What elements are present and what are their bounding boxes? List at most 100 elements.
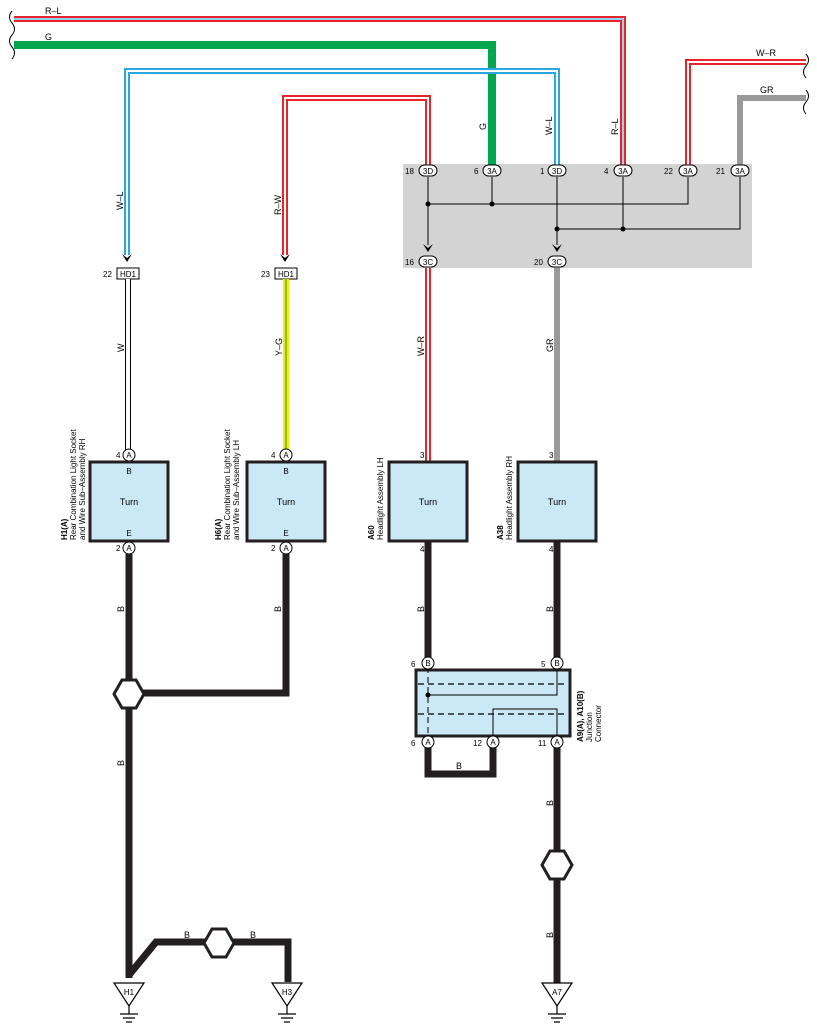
svg-text:A: A	[126, 451, 132, 460]
junction-block-pin-1: 1 3D	[540, 164, 567, 177]
svg-text:3A: 3A	[618, 167, 628, 176]
svg-text:Headlight Assembly LH: Headlight Assembly LH	[376, 457, 385, 540]
ground-a7-icon: A7	[540, 982, 574, 1023]
svg-text:A7: A7	[552, 988, 562, 997]
svg-text:4: 4	[604, 167, 609, 176]
svg-text:Turn: Turn	[277, 497, 295, 507]
junction-block-pin-18: 18 3D	[405, 164, 438, 177]
wire-label-w: W	[116, 343, 126, 352]
wire-label-b-2: B	[273, 606, 283, 612]
svg-text:A: A	[283, 544, 289, 553]
svg-text:11: 11	[538, 739, 547, 748]
svg-text:4: 4	[116, 451, 121, 460]
component-h6: 4 A B Turn E 2 A H6(A) Rear Combination …	[214, 428, 327, 555]
svg-text:Rear Combination Light Socket: Rear Combination Light Socket	[223, 428, 232, 540]
junction-block-internal-wiring	[427, 177, 741, 245]
svg-text:5: 5	[541, 660, 546, 669]
svg-text:and Wire Sub–Assembly RH: and Wire Sub–Assembly RH	[78, 438, 87, 540]
splice-point-h1	[112, 678, 146, 710]
svg-text:B: B	[126, 467, 131, 476]
svg-text:22: 22	[103, 270, 112, 279]
wire-g	[14, 41, 496, 167]
svg-text:B: B	[283, 467, 288, 476]
junction-block-dots	[425, 201, 626, 232]
svg-text:6: 6	[411, 660, 416, 669]
wire-label-b-10: B	[250, 930, 256, 940]
wire-b-ground-network	[125, 541, 561, 985]
wire-break-right	[803, 53, 809, 115]
svg-text:B: B	[554, 659, 559, 668]
svg-text:A: A	[126, 544, 132, 553]
svg-text:HD1: HD1	[120, 270, 137, 279]
svg-text:Rear Combination Light Socket: Rear Combination Light Socket	[69, 428, 78, 540]
ground-h3-icon: H3	[270, 982, 304, 1023]
wire-label-w-r-top: W–R	[756, 48, 777, 58]
junction-block-arrows	[423, 244, 562, 252]
svg-text:A38: A38	[496, 525, 505, 540]
svg-text:6: 6	[411, 739, 416, 748]
svg-text:3: 3	[549, 451, 554, 460]
svg-text:6: 6	[474, 167, 479, 176]
junction-block-pin-16: 16 3C	[405, 255, 438, 268]
component-a60: 3 Turn 4 A60 Headlight Assembly LH	[367, 451, 469, 554]
wire-r-l	[14, 16, 626, 167]
svg-text:H1(A): H1(A)	[60, 518, 69, 540]
ground-h1-icon: H1	[112, 982, 146, 1023]
svg-text:Connector: Connector	[594, 705, 603, 742]
svg-text:3A: 3A	[683, 167, 693, 176]
svg-text:4: 4	[271, 451, 276, 460]
svg-text:Turn: Turn	[419, 497, 437, 507]
wire-label-w-l-left: W–L	[115, 191, 125, 210]
svg-text:18: 18	[405, 167, 414, 176]
wire-label-gr-top: GR	[760, 85, 774, 95]
splice-point-ground	[202, 927, 236, 959]
svg-text:A60: A60	[367, 525, 376, 540]
wire-label-r-l-vertical: R–L	[610, 118, 620, 135]
svg-text:21: 21	[716, 167, 725, 176]
svg-text:3D: 3D	[552, 167, 562, 176]
svg-text:B: B	[425, 659, 430, 668]
svg-text:23: 23	[261, 270, 270, 279]
junction-block	[403, 164, 752, 268]
svg-text:3: 3	[420, 451, 425, 460]
svg-text:4: 4	[549, 545, 554, 554]
wire-label-g-vertical: G	[478, 123, 488, 130]
junction-block-pin-20: 20 3C	[534, 255, 567, 268]
svg-text:E: E	[283, 529, 288, 538]
wire-w-l	[124, 68, 560, 255]
svg-text:16: 16	[405, 258, 414, 267]
svg-text:Junction: Junction	[585, 712, 594, 742]
svg-text:12: 12	[473, 739, 482, 748]
wire-break-left	[9, 10, 15, 60]
splice-point-a7	[540, 849, 574, 881]
svg-text:HD1: HD1	[278, 270, 295, 279]
wire-label-b-8: B	[545, 932, 555, 938]
svg-text:3A: 3A	[487, 167, 497, 176]
svg-text:22: 22	[664, 167, 673, 176]
wire-gr-top	[737, 95, 806, 167]
svg-text:A9(A), A10(B): A9(A), A10(B)	[576, 690, 585, 742]
svg-text:3A: 3A	[735, 167, 745, 176]
wire-label-b-4: B	[545, 606, 555, 612]
svg-text:E: E	[126, 529, 131, 538]
svg-text:2: 2	[271, 544, 276, 553]
wire-label-y-g: Y–G	[274, 338, 284, 356]
svg-text:Turn: Turn	[548, 497, 566, 507]
wire-label-b-3: B	[416, 606, 426, 612]
wire-label-b-1: B	[116, 606, 126, 612]
wire-label-g-top: G	[45, 32, 52, 42]
svg-text:A: A	[490, 738, 496, 747]
component-h1: 4 A B Turn E 2 A H1(A) Rear Combination …	[60, 428, 170, 555]
svg-text:2: 2	[116, 544, 121, 553]
svg-text:Headlight Assembly RH: Headlight Assembly RH	[505, 456, 514, 540]
junction-block-pin-4: 4 3A	[604, 164, 633, 177]
svg-text:3C: 3C	[423, 258, 433, 267]
junction-block-pin-21: 21 3A	[716, 164, 750, 177]
svg-text:H3: H3	[282, 988, 293, 997]
junction-connector-a9-a10: 6 B 5 B 6 A 12 A 11 A A9(A), A10(B) Junc…	[411, 656, 603, 749]
svg-text:H6(A): H6(A)	[214, 518, 223, 540]
svg-text:3D: 3D	[423, 167, 433, 176]
junction-block-pin-22: 22 3A	[664, 164, 698, 177]
wire-r-w	[282, 95, 431, 255]
